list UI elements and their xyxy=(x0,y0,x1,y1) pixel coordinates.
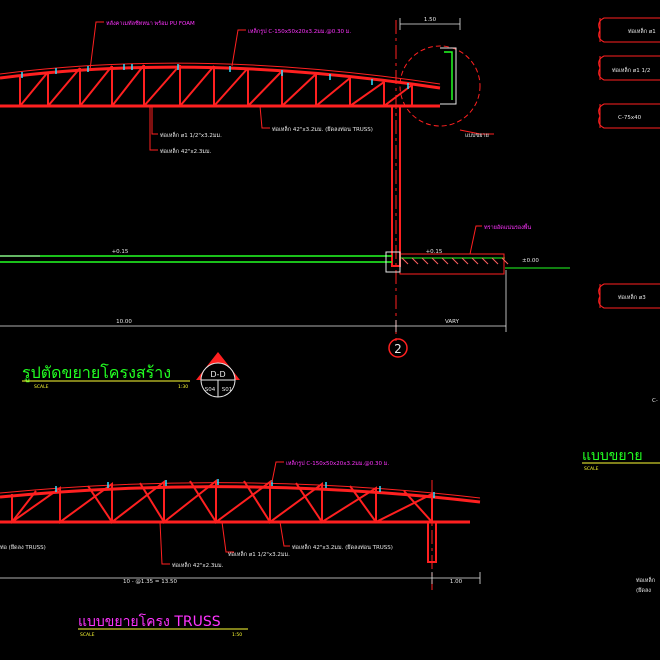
note-chord-pipe: ท่อเหล็ก 42"x3.2มม. (ยึดลงท่อน TRUSS) xyxy=(272,125,373,133)
truss-dim-span: 10 - @1.35 = 13.50 xyxy=(123,579,178,585)
note-detail-ref: แบบขยาย xyxy=(465,133,489,139)
truss-note-chord: ท่อเหล็ก 42"x3.2มม. (ยึดลงท่อน TRUSS) xyxy=(292,543,393,551)
right-title: แบบขยาย xyxy=(582,448,643,464)
truss-scale-value: 1:50 xyxy=(232,632,242,638)
truss-note-purlin: เหล็กรูป C-150x50x20x3.2มม.@0.30 ม. xyxy=(286,459,389,467)
grid-label: 2 xyxy=(394,342,402,356)
level-left: +0.15 xyxy=(112,249,129,255)
right-note-6: ท่อเหล็ก xyxy=(636,576,655,584)
note-roof-sheet: หลังคาเมทัลชีทหนา พร้อม PU FOAM xyxy=(106,20,195,27)
dim-top: 1.50 xyxy=(424,17,437,23)
truss-scale-label: SCALE xyxy=(80,632,95,638)
level-mid: +0.15 xyxy=(426,249,443,255)
note-bottom-pipe: ท่อเหล็ก 42"x2.3มม. xyxy=(160,147,212,155)
section-marker: D-D S04 S01 xyxy=(196,352,240,398)
break-line-3 xyxy=(598,103,660,129)
right-note-3: C-75x40 xyxy=(618,115,642,121)
sand-fill-hatch xyxy=(399,253,505,275)
note-diagonal-pipe: ท่อเหล็ก ø1 1/2"x3.2มม. xyxy=(160,131,222,139)
right-note-1: ท่อเหล็ก ø1 xyxy=(628,27,656,35)
truss-title: แบบขยายโครง TRUSS xyxy=(78,613,221,630)
right-panel: ท่อเหล็ก ø1 ท่อเหล็ก ø1 1/2 C-75x40 ท่อเ… xyxy=(582,17,660,594)
leader-lines xyxy=(89,21,494,255)
right-note-7: (ยึดลง xyxy=(636,587,651,594)
roof-sheet-line xyxy=(0,62,441,85)
marker-code: D-D xyxy=(210,370,225,379)
truss-webs xyxy=(11,478,433,525)
note-purlin: เหล็กรูป C-150x50x20x3.2มม.@0.30 ม. xyxy=(248,27,351,35)
truss-clips xyxy=(55,479,435,498)
truss-note-left: ท่อ (ยึดลง TRUSS) xyxy=(0,544,46,551)
dim-span: 10.00 xyxy=(116,319,132,325)
truss-note-bottom: ท่อเหล็ก 42"x2.3มม. xyxy=(172,561,224,569)
right-note-5: C- xyxy=(652,398,658,404)
detail-callout-circle xyxy=(399,45,481,127)
truss-top-chord xyxy=(0,485,481,504)
truss-web-members xyxy=(19,64,413,107)
section-drawing: 2 หลังคาเมทัลชีทหนา พร้อม PU FOAM เหล็กร… xyxy=(0,17,570,398)
purlin-clips xyxy=(21,64,409,89)
truss-note-diagonal: ท่อเหล็ก ø1 1/2"x3.2มม. xyxy=(228,550,290,558)
truss-dim-right: 1.00 xyxy=(450,579,463,585)
section-scale-value: 1:30 xyxy=(178,384,188,390)
marker-sheet-left: S04 xyxy=(205,387,216,393)
break-line-4 xyxy=(598,283,660,309)
right-note-2: ท่อเหล็ก ø1 1/2 xyxy=(612,66,650,74)
right-note-4: ท่อเหล็ก ø3 xyxy=(618,293,646,301)
dimension-lines xyxy=(0,18,507,332)
section-title: รูปตัดขยายโครงสร้าง xyxy=(22,363,171,383)
dim-right: VARY xyxy=(445,319,460,325)
level-right: ±0.00 xyxy=(522,258,539,264)
section-scale-label: SCALE xyxy=(34,384,49,390)
marker-sheet-right: S01 xyxy=(222,387,233,393)
right-scale-label: SCALE xyxy=(584,466,599,472)
note-ground-fill: ทรายอัดแน่นรองพื้น xyxy=(484,223,531,231)
break-line-2 xyxy=(598,55,660,81)
truss-drawing: เหล็กรูป C-150x50x20x3.2มม.@0.30 ม. ท่อ … xyxy=(0,459,481,638)
grid-bubble xyxy=(388,338,408,358)
ground-lines xyxy=(0,251,570,275)
break-line-1 xyxy=(598,17,660,43)
